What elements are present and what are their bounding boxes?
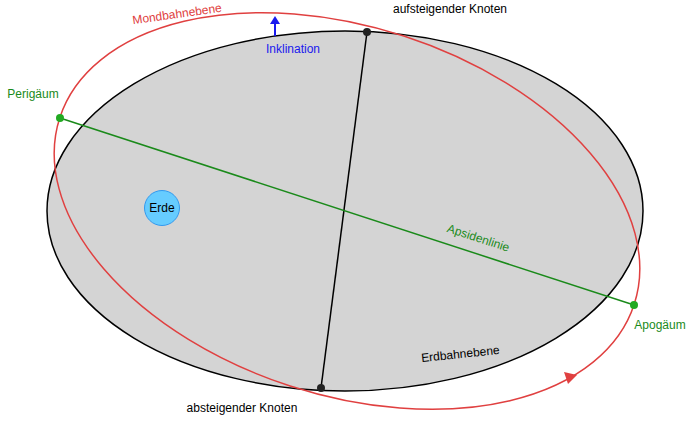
earth-circle: Erde	[144, 190, 180, 226]
point-label: Apogäum	[634, 318, 685, 332]
perigee-dot	[56, 114, 64, 122]
apogee-dot	[630, 301, 638, 309]
inclination-arrow	[274, 22, 276, 36]
apsid-line	[60, 118, 634, 305]
ecliptic-plane	[47, 31, 643, 391]
point-label: Perigäum	[7, 87, 58, 101]
inclination-arrowhead	[270, 16, 280, 24]
ascending-node-dot	[363, 28, 371, 36]
earth-label: Erde	[149, 201, 174, 215]
node-label: absteigender Knoten	[187, 401, 298, 415]
node-label: aufsteigender Knoten	[393, 2, 507, 16]
moon-orbit	[3, 0, 691, 426]
orbit-direction-arrowhead	[564, 372, 577, 384]
descending-node-dot	[317, 384, 325, 392]
angle-label: Inklination	[266, 42, 320, 56]
